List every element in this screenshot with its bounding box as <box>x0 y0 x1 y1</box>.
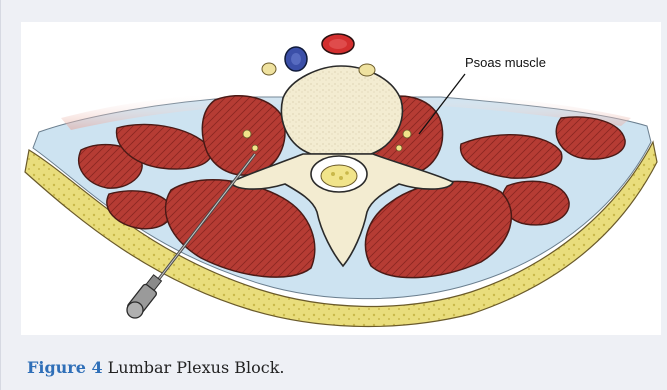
psoas-label: Psoas muscle <box>465 55 546 70</box>
lumbar-cross-section-svg: Psoas muscle <box>21 22 661 335</box>
spinal-cord <box>321 165 357 187</box>
anatomy-illustration: Psoas muscle <box>21 22 661 335</box>
vertebral-body <box>281 66 402 154</box>
figure-caption-text: Lumbar Plexus Block. <box>108 358 285 377</box>
figure-caption: Figure 4 Lumbar Plexus Block. <box>27 358 285 377</box>
left-ureter <box>262 63 276 75</box>
right-ureter <box>359 64 375 76</box>
figure-number: Figure 4 <box>27 358 103 377</box>
